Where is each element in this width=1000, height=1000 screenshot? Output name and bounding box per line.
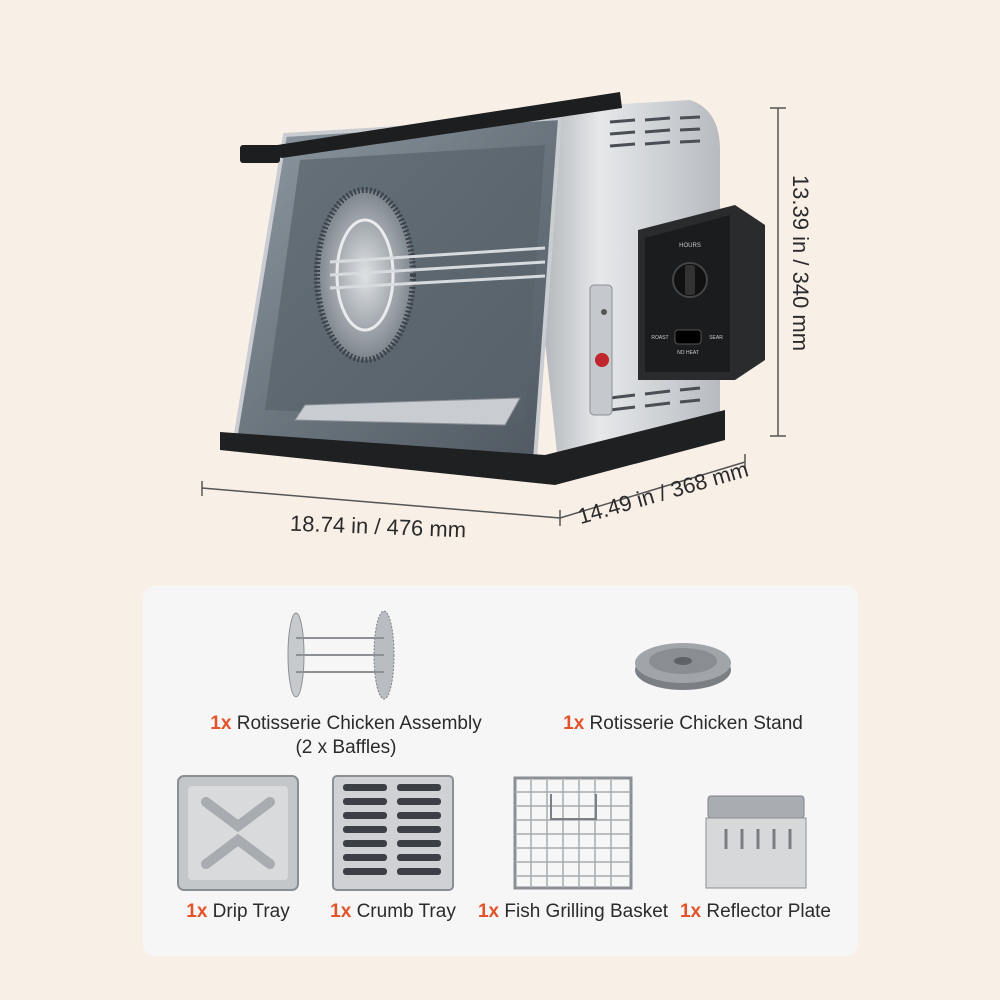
- heat-switch[interactable]: [674, 329, 702, 345]
- qty-label: 1x: [210, 713, 232, 734]
- height-dimension: 13.39 in / 340 mm: [788, 174, 813, 352]
- accessory-reflector-plate: 1x Reflector Plate: [673, 774, 838, 923]
- dimension-lines: [201, 107, 786, 526]
- accessory-chicken-stand: 1x Rotisserie Chicken Stand: [538, 608, 828, 735]
- accessories-panel: 1x Rotisserie Chicken Assembly (2 x Baff…: [143, 586, 858, 956]
- rotisserie-wheel: [314, 187, 416, 363]
- accessory-crumb-tray: 1x Crumb Tray: [318, 774, 468, 923]
- qty-label: 1x: [477, 901, 500, 922]
- spit-rods: [329, 246, 546, 290]
- switch-bottom-label: NO HEAT: [677, 350, 699, 356]
- rotisserie-assembly-icon: [287, 610, 395, 700]
- fish-basket-icon: [513, 776, 633, 890]
- dial-label: HOURS: [679, 243, 701, 249]
- chicken-stand-icon: [635, 643, 731, 690]
- accessory-name: Rotisserie Chicken Assembly: [236, 713, 482, 734]
- accessory-fish-basket: 1x Fish Grilling Basket: [473, 774, 673, 923]
- side-vents: [609, 115, 701, 412]
- reflector-plate-icon: [705, 795, 806, 889]
- rotisserie-oven-illustration: HOURS ROAST SEAR NO HEAT: [201, 92, 786, 526]
- qty-label: 1x: [679, 901, 702, 922]
- oven-base: [220, 410, 725, 485]
- accessory-name: Reflector Plate: [706, 901, 832, 922]
- product-hero: HOURS ROAST SEAR NO HEAT: [201, 92, 813, 542]
- accessory-name: Fish Grilling Basket: [504, 901, 669, 922]
- switch-right-label: SEAR: [709, 335, 723, 341]
- drip-tray-icon: [177, 775, 299, 891]
- accessory-name: Rotisserie Chicken Stand: [589, 713, 803, 734]
- qty-label: 1x: [186, 901, 208, 922]
- door-bracket: [589, 284, 613, 416]
- power-indicator-light: [595, 353, 609, 367]
- accessory-name: Drip Tray: [212, 901, 290, 922]
- qty-label: 1x: [330, 901, 352, 922]
- interior-drip-tray: [294, 397, 521, 426]
- accessory-note: (2 x Baffles): [295, 737, 397, 758]
- accessory-drip-tray: 1x Drip Tray: [163, 774, 313, 923]
- qty-label: 1x: [563, 713, 585, 734]
- switch-left-label: ROAST: [651, 335, 668, 341]
- top-handle[interactable]: [245, 92, 622, 158]
- crumb-tray-icon: [332, 775, 454, 891]
- oven-side-panel: [520, 100, 720, 480]
- accessory-rotisserie-assembly: 1x Rotisserie Chicken Assembly (2 x Baff…: [201, 608, 491, 759]
- accessory-name: Crumb Tray: [356, 901, 456, 922]
